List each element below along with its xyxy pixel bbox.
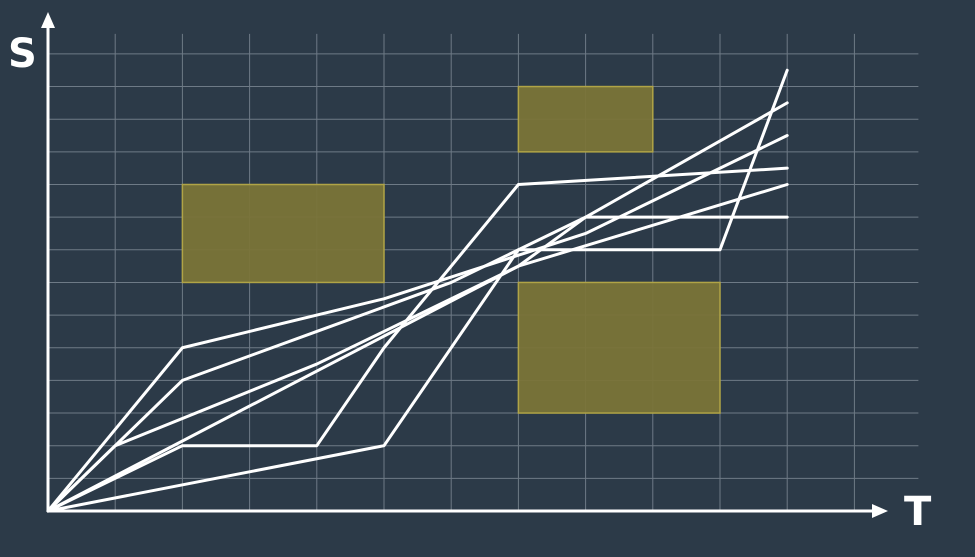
trajectories: [46, 68, 789, 513]
x-axis-arrowhead: [872, 504, 888, 518]
obstacle-rect-2: [517, 85, 654, 153]
trajectory-line-4: [46, 166, 789, 513]
trajectory-line-3: [46, 183, 789, 513]
trajectory-line-6: [46, 215, 789, 513]
trajectory-line-2: [46, 101, 789, 513]
grid: [48, 33, 919, 511]
trajectory-line-1: [46, 134, 789, 513]
y-axis-label: S: [8, 31, 37, 77]
axes: [41, 12, 888, 518]
obstacle-rect-1: [181, 183, 385, 284]
trajectory-line-5: [46, 68, 789, 513]
y-axis-arrowhead: [41, 12, 55, 28]
obstacles: [181, 85, 721, 414]
x-axis-label: T: [904, 489, 932, 535]
obstacle-rect-3: [517, 281, 721, 414]
